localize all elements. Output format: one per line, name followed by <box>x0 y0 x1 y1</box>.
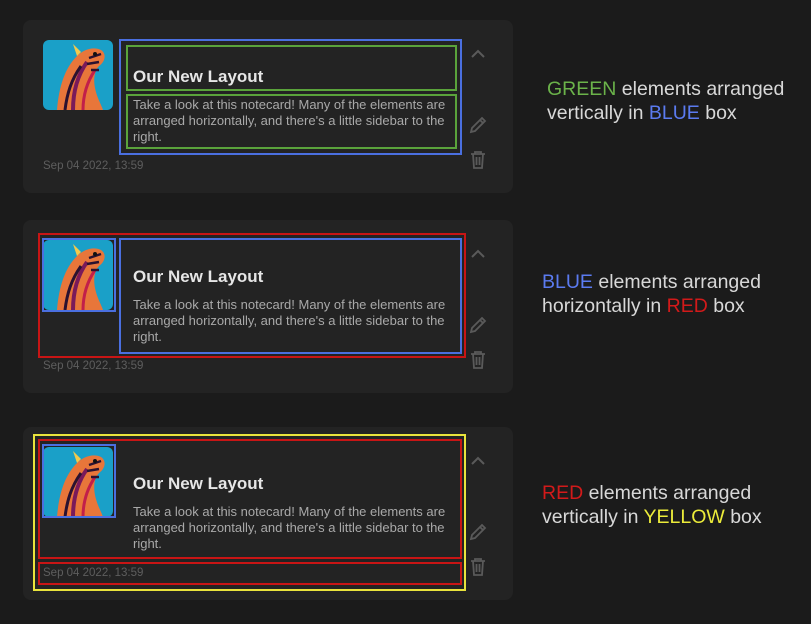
chevron-up-icon[interactable] <box>470 47 486 59</box>
caption-2: BLUE elements arranged horizontally in R… <box>542 270 777 318</box>
note-body: Take a look at this notecard! Many of th… <box>133 504 446 551</box>
caption-2-color-word-2: RED <box>666 295 708 317</box>
note-title: Our New Layout <box>133 474 264 493</box>
green-box-title <box>126 45 457 91</box>
pencil-icon[interactable] <box>468 115 488 135</box>
red-box-date <box>38 562 462 585</box>
caption-3-text-2: box <box>724 506 762 528</box>
blue-box <box>119 39 462 155</box>
note-body: Take a look at this notecard! Many of th… <box>133 97 446 144</box>
caption-1: GREEN elements arranged vertically in BL… <box>547 77 797 125</box>
caption-3-color-word-1: RED <box>542 482 584 504</box>
caption-2-text-2: box <box>707 295 745 317</box>
caption-1-text-2: box <box>699 102 737 124</box>
caption-3-text-1: elements arranged vertically in <box>542 482 752 528</box>
yellow-box <box>33 434 466 591</box>
trash-icon[interactable] <box>469 150 487 170</box>
notecard-2: Our New Layout Take a look at this notec… <box>23 220 513 393</box>
blue-box-thumbnail <box>42 238 116 312</box>
trash-icon[interactable] <box>469 350 487 370</box>
red-box-main <box>38 439 462 559</box>
caption-2-text-1: elements arranged horizontally in <box>542 271 761 317</box>
green-box-body <box>126 94 457 149</box>
caption-2-color-word-1: BLUE <box>542 271 593 293</box>
zebra-thumbnail <box>43 447 113 517</box>
note-body: Take a look at this notecard! Many of th… <box>133 297 446 344</box>
blue-box-thumbnail <box>42 444 116 518</box>
note-timestamp: Sep 04 2022, 13:59 <box>43 160 144 172</box>
notecard-3: Our New Layout Take a look at this notec… <box>23 427 513 600</box>
trash-icon[interactable] <box>469 557 487 577</box>
chevron-up-icon[interactable] <box>470 247 486 259</box>
caption-1-color-word-2: BLUE <box>648 102 700 124</box>
caption-3: RED elements arranged vertically in YELL… <box>542 481 777 529</box>
note-title: Our New Layout <box>133 267 264 286</box>
note-timestamp: Sep 04 2022, 13:59 <box>43 567 144 579</box>
red-box <box>38 233 466 358</box>
note-timestamp: Sep 04 2022, 13:59 <box>43 360 144 372</box>
caption-1-color-word-1: GREEN <box>547 78 617 100</box>
caption-3-color-word-2: YELLOW <box>643 506 725 528</box>
notecard-1: Our New Layout Take a look at this notec… <box>23 20 513 193</box>
pencil-icon[interactable] <box>468 315 488 335</box>
zebra-thumbnail <box>43 240 113 310</box>
note-title: Our New Layout <box>133 67 264 86</box>
zebra-thumbnail <box>43 40 113 110</box>
blue-box-text <box>119 238 462 354</box>
caption-1-text-1: elements arranged vertically in <box>547 78 785 124</box>
chevron-up-icon[interactable] <box>470 454 486 466</box>
pencil-icon[interactable] <box>468 522 488 542</box>
